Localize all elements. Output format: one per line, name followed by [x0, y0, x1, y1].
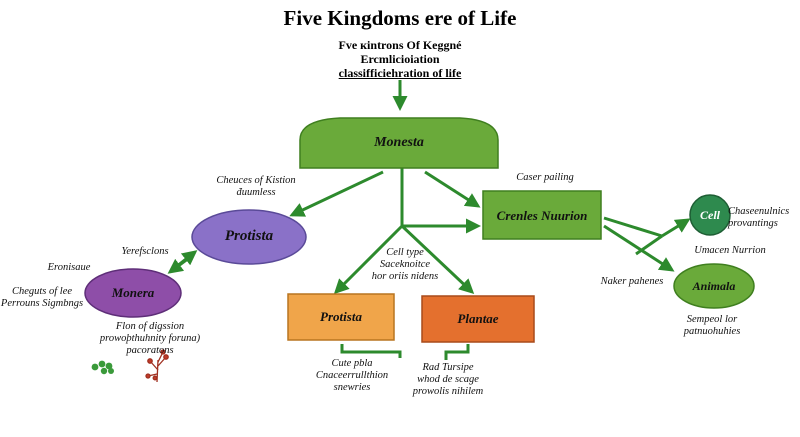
naker-label: Naker pahenes [600, 276, 664, 287]
cheguts-label: Cheguts of lee Perrouns Sigmbngs [0, 286, 84, 309]
animala-label: Animala [692, 279, 736, 293]
cell-circle[interactable] [689, 194, 731, 236]
red-plant-icon [145, 349, 169, 383]
rad-label: Rad Tursipe whod de scage prowolis nihil… [412, 362, 484, 397]
arrow-monesta-to-crenles [424, 170, 481, 208]
bracket-plantae [444, 344, 470, 360]
cell-type-label: Cell type Saceknoitce hor oriis nidens [371, 247, 439, 282]
monera-label: Monera [111, 285, 155, 300]
monesta-shape[interactable] [299, 117, 499, 169]
flon-label: Flon of digssion prowoþthuhnity foruna) … [99, 321, 201, 356]
yerefsclons-label: Yerefsclons [121, 246, 169, 257]
crenles-box[interactable] [482, 190, 602, 240]
arrow-monesta-to-protista [289, 170, 384, 217]
umacen-label: Umacen Nurrion [694, 245, 766, 256]
crenles-label: Crenles Nuurion [496, 208, 588, 223]
protista-box-label: Protista [320, 309, 362, 324]
subtitle-line-3: classifficiehration of life [338, 66, 462, 80]
plantae-box[interactable] [421, 295, 535, 343]
bracket-protista [340, 344, 402, 358]
cell-label: Cell [700, 208, 720, 222]
sempeol-label: Sempeol lor patnuohuhies [683, 314, 741, 337]
animala-ellipse[interactable] [673, 263, 755, 309]
arrow-monera-to-protista [171, 250, 198, 272]
monesta-label: Monesta [374, 135, 424, 150]
chaseen-label: Chaseenulnics provantings [728, 206, 790, 229]
subtitle-line-2: Ercmlicioiation [360, 52, 440, 66]
protista-ellipse[interactable] [191, 209, 307, 265]
arrow-trunk-to-plantae [400, 224, 475, 295]
page-title: Five Kingdoms ere of Life [283, 6, 517, 30]
arrow-crenles-to-animala [603, 224, 675, 272]
protista-top-label: Protista [224, 228, 274, 244]
eronisaue-label: Eronisaue [47, 262, 91, 273]
line-junction-left [635, 234, 663, 256]
green-dots-icon [91, 360, 114, 375]
arrow-junction-to-cell [661, 218, 691, 238]
subtitle-line-1: Fve кintrons Of Keggné [338, 38, 462, 52]
plantae-label: Plantae [457, 311, 499, 326]
connectors [167, 80, 691, 360]
caser-label: Caser pailing [516, 172, 574, 183]
arrow-trunk-to-protista-box [333, 224, 404, 295]
protista-box[interactable] [287, 293, 395, 341]
cute-label: Cute pbla Cnaceerrullthion snewries [315, 358, 389, 393]
monera-ellipse[interactable] [84, 268, 182, 318]
line-crenles-to-junction [603, 216, 663, 238]
cheuces-label: Cheuces of Kistion đuumless [216, 175, 296, 198]
